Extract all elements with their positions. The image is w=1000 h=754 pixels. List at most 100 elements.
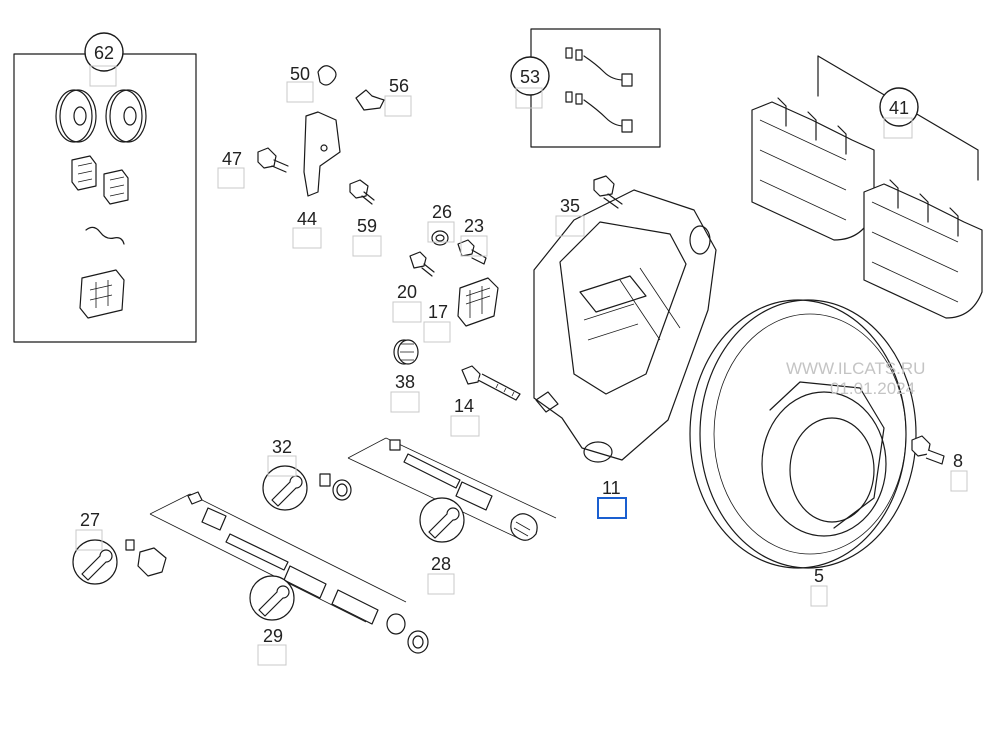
clip-50 <box>317 65 337 86</box>
callout-26[interactable]: 26 <box>427 202 455 243</box>
hotspot-32[interactable] <box>267 455 297 477</box>
seal-38 <box>393 339 419 365</box>
part-label-44: 44 <box>297 209 317 229</box>
kit-32-parts <box>319 473 352 501</box>
hotspot-17[interactable] <box>423 321 451 343</box>
watermark-date: 01.01.2024 <box>830 379 915 398</box>
caliper-11 <box>533 189 717 463</box>
callout-23[interactable]: 23 <box>460 216 488 257</box>
wrench-icon-27 <box>72 539 118 585</box>
hotspot-41[interactable] <box>883 117 913 139</box>
bolt-20 <box>409 251 435 277</box>
callout-47[interactable]: 47 <box>217 149 245 189</box>
part-label-62: 62 <box>94 43 114 63</box>
callout-62[interactable]: 62 <box>84 32 124 87</box>
wrench-icon-32 <box>262 465 308 511</box>
sensor-box-53 <box>530 28 661 148</box>
callout-28[interactable]: 28 <box>427 554 455 595</box>
kit-box-62 <box>13 53 197 343</box>
callout-8[interactable]: 8 <box>950 451 968 492</box>
part-label-47: 47 <box>222 149 242 169</box>
bolt-59 <box>349 179 375 205</box>
part-label-28: 28 <box>431 554 451 574</box>
bolt-8 <box>911 435 945 465</box>
hotspot-44[interactable] <box>292 227 322 249</box>
callout-53[interactable]: 53 <box>510 56 550 109</box>
hotspot-8[interactable] <box>950 470 968 492</box>
hotspot-62[interactable] <box>89 65 117 87</box>
callout-27[interactable]: 27 <box>75 510 103 551</box>
hotspot-56[interactable] <box>384 95 412 117</box>
hotspot-35[interactable] <box>555 215 585 237</box>
bleeder-26 <box>431 230 449 246</box>
hotspot-23[interactable] <box>460 235 488 257</box>
part-label-27: 27 <box>80 510 100 530</box>
part-label-41: 41 <box>889 98 909 118</box>
part-label-17: 17 <box>428 302 448 322</box>
watermark-site: WWW.ILCATS.RU <box>786 359 925 378</box>
kit-disc-icon <box>55 89 147 143</box>
part-label-38: 38 <box>395 372 415 392</box>
hotspot-5[interactable] <box>810 585 828 607</box>
kit-sensor-wire-icon <box>85 226 125 245</box>
callout-14[interactable]: 14 <box>450 396 480 437</box>
hotspot-28[interactable] <box>427 573 455 595</box>
hotspot-11-selected[interactable] <box>597 497 627 519</box>
part-label-35: 35 <box>560 196 580 216</box>
pin-14 <box>461 365 521 401</box>
hotspot-29[interactable] <box>257 644 287 666</box>
bleed-screw-23 <box>457 239 487 265</box>
part-label-59: 59 <box>357 216 377 236</box>
callout-44[interactable]: 44 <box>292 209 322 249</box>
hotspot-14[interactable] <box>450 415 480 437</box>
kit-27-parts <box>125 539 167 577</box>
part-label-32: 32 <box>272 437 292 457</box>
hotspot-38[interactable] <box>390 391 420 413</box>
hotspot-20[interactable] <box>392 301 422 323</box>
callout-20[interactable]: 20 <box>392 282 422 323</box>
callout-32[interactable]: 32 <box>267 437 297 477</box>
kit-pads-icon <box>71 155 129 205</box>
callout-38[interactable]: 38 <box>390 372 420 413</box>
callout-17[interactable]: 17 <box>423 302 451 343</box>
hotspot-53[interactable] <box>515 87 543 109</box>
callout-11[interactable]: 11 <box>597 478 627 519</box>
hotspot-59[interactable] <box>352 235 382 257</box>
part-label-53: 53 <box>520 67 540 87</box>
spring-plate-17 <box>457 277 499 327</box>
hotspot-47[interactable] <box>217 167 245 189</box>
callout-50[interactable]: 50 <box>286 64 314 103</box>
part-label-11: 11 <box>602 478 621 498</box>
hotspot-26[interactable] <box>427 221 455 243</box>
pad-lower <box>863 179 983 319</box>
brake-disc-5 <box>689 299 917 569</box>
callout-5[interactable]: 5 <box>810 566 828 607</box>
wrench-icon-29 <box>249 575 295 621</box>
bolt-47 <box>257 147 289 173</box>
part-label-26: 26 <box>432 202 452 222</box>
bolt-35 <box>593 175 623 209</box>
kit-spring-plate-icon <box>79 269 125 319</box>
callout-56[interactable]: 56 <box>384 76 412 117</box>
callout-35[interactable]: 35 <box>555 196 585 237</box>
wear-sensor-lower-icon <box>565 91 633 133</box>
bushing-kit-29 <box>149 491 429 654</box>
callout-29[interactable]: 29 <box>257 626 287 666</box>
part-label-8: 8 <box>953 451 963 471</box>
wear-sensor-upper-icon <box>565 47 633 87</box>
callout-59[interactable]: 59 <box>352 216 382 257</box>
part-label-14: 14 <box>454 396 474 416</box>
callout-41[interactable]: 41 <box>879 87 919 139</box>
part-label-5: 5 <box>814 566 824 586</box>
part-label-50: 50 <box>290 64 310 84</box>
hotspot-27[interactable] <box>75 529 103 551</box>
brake-pads-41 <box>751 55 983 319</box>
spring-56 <box>355 89 385 111</box>
guide-pin-kit-28 <box>347 437 557 541</box>
bracket-44 <box>303 111 341 197</box>
part-label-56: 56 <box>389 76 409 96</box>
part-label-23: 23 <box>464 216 484 236</box>
hotspot-50[interactable] <box>286 81 314 103</box>
part-label-29: 29 <box>263 626 283 646</box>
